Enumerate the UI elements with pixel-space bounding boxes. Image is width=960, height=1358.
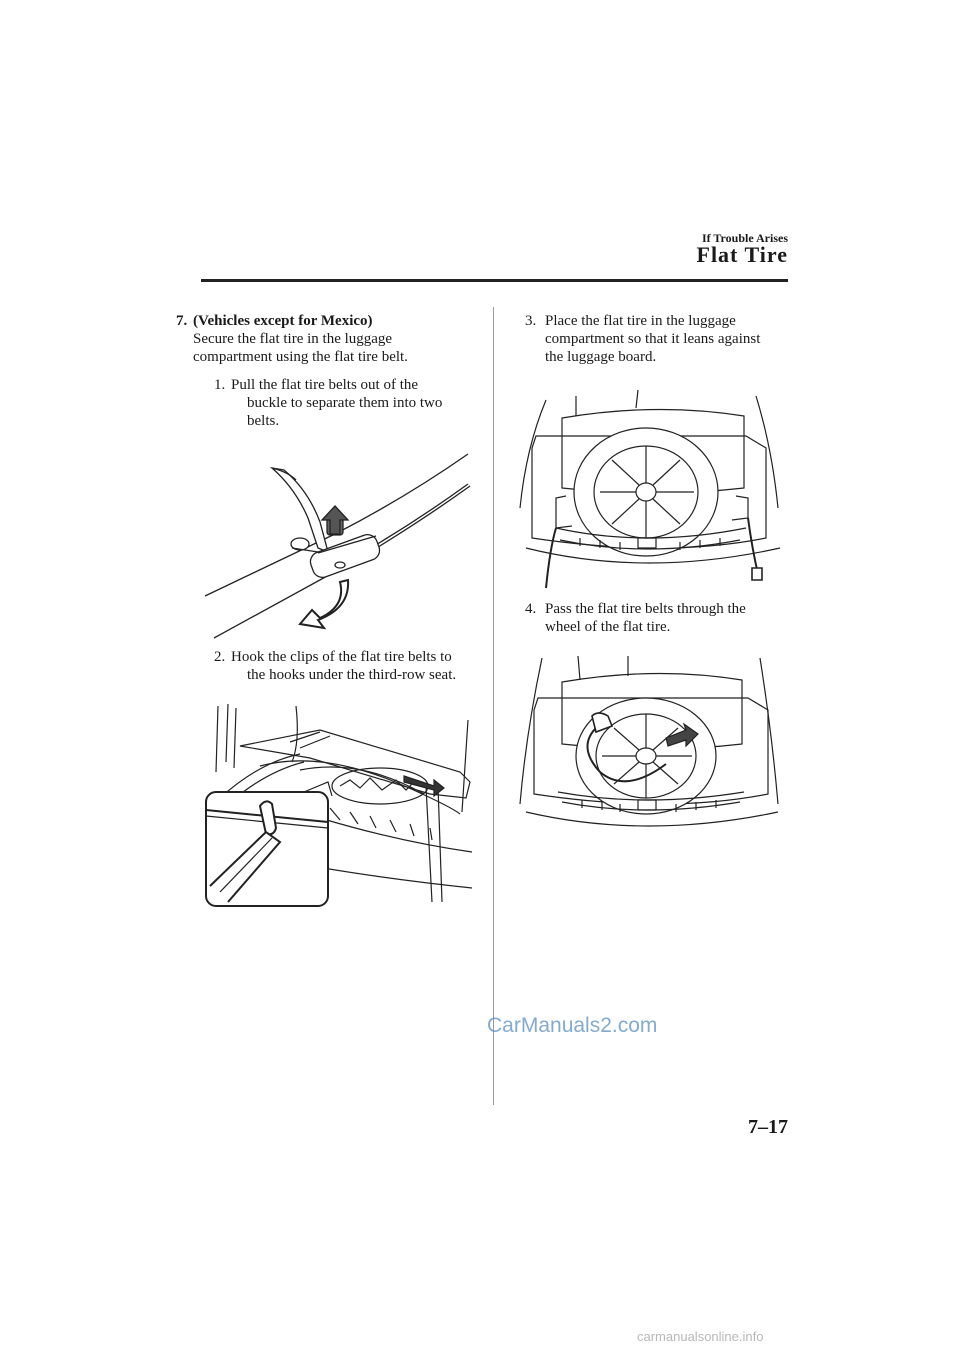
belt-buckle-illustration <box>200 448 475 640</box>
belt-through-wheel-illustration <box>516 654 786 830</box>
page-title: Flat Tire <box>696 242 788 267</box>
step-number: 7. <box>176 313 188 329</box>
step-text-line: Secure the flat tire in the luggage <box>193 331 393 347</box>
header-rule <box>201 279 788 282</box>
substep-number: 3. <box>525 313 537 329</box>
substep-number: 2. <box>214 649 226 665</box>
tire-placed-illustration <box>516 388 786 588</box>
third-row-hook-illustration <box>200 702 478 908</box>
substep-text-line: belts. <box>247 413 280 429</box>
watermark-text: CarManuals2.com <box>487 1014 658 1037</box>
substep-text-line: the luggage board. <box>545 349 657 365</box>
page-number: 7–17 <box>748 1116 788 1138</box>
substep-text-line: the hooks under the third-row seat. <box>247 667 457 683</box>
substep-number: 4. <box>525 601 537 617</box>
step-text-line: compartment using the flat tire belt. <box>193 349 408 365</box>
footer-watermark-url: carmanualsonline.info <box>637 1329 764 1344</box>
section-label: If Trouble Arises <box>701 231 788 245</box>
substep-text-line: Pull the flat tire belts out of the <box>231 377 419 393</box>
substep-text-line: Place the flat tire in the luggage <box>545 313 736 329</box>
substep-number: 1. <box>214 377 226 393</box>
substep-text-line: Pass the flat tire belts through the <box>545 601 746 617</box>
column-divider <box>493 307 494 1105</box>
substep-text-line: compartment so that it leans against <box>545 331 761 347</box>
step-heading: (Vehicles except for Mexico) <box>193 313 373 329</box>
substep-text-line: wheel of the flat tire. <box>545 619 671 635</box>
substep-text-line: buckle to separate them into two <box>247 395 443 411</box>
substep-text-line: Hook the clips of the flat tire belts to <box>231 649 452 665</box>
